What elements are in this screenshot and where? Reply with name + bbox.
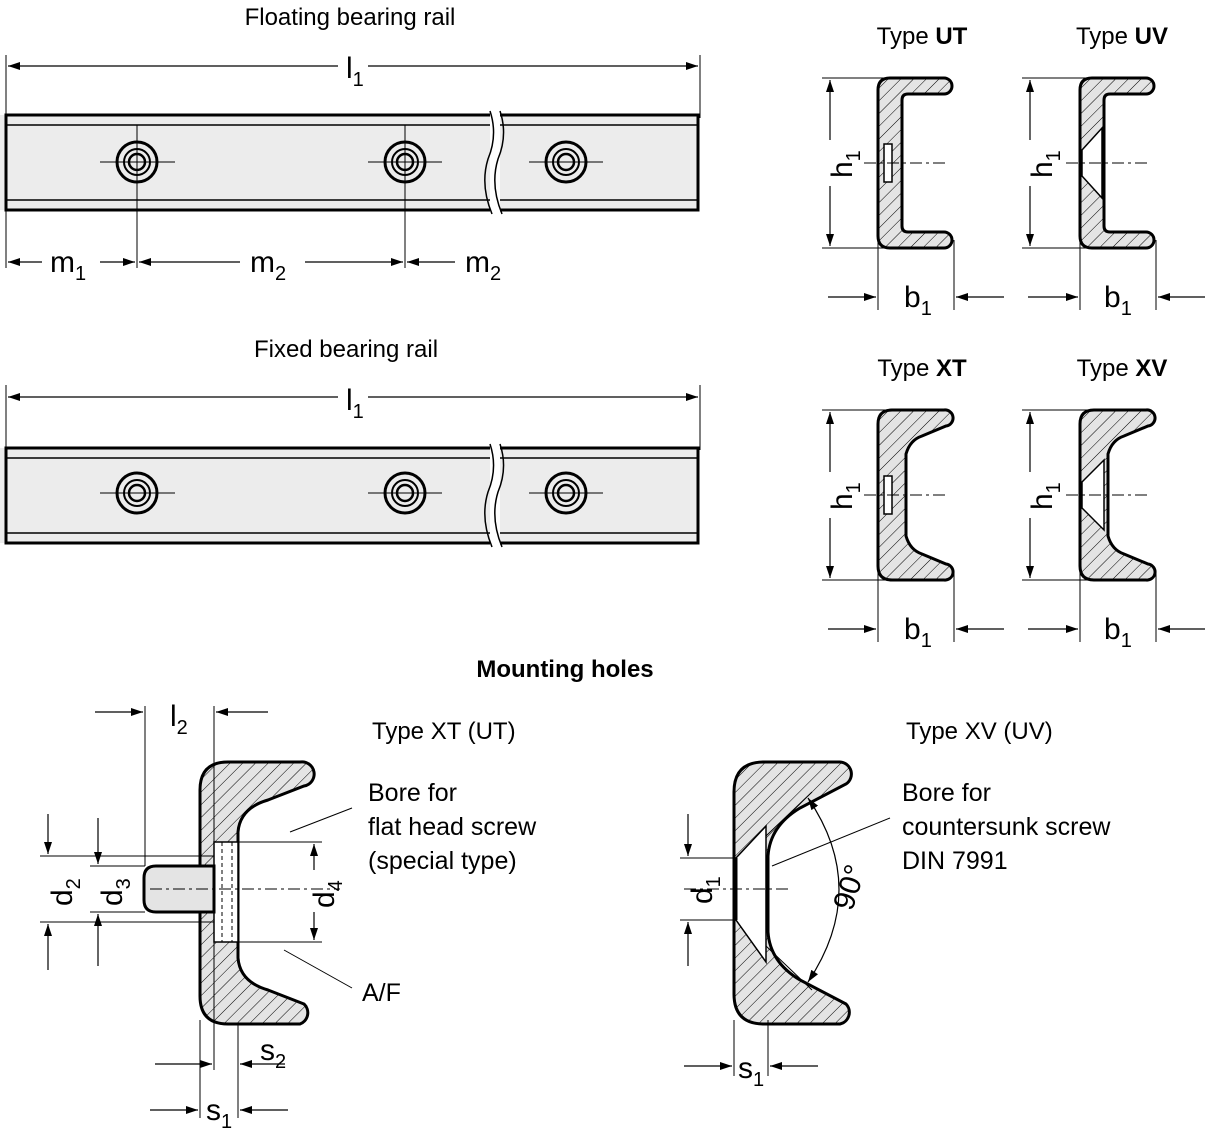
mounting-detail-xt-ut: Type XT (UT) l2 d2 d3 d4 (40, 700, 537, 1133)
dim-s1-xt: s1 (206, 1094, 232, 1133)
profile-type-xt: Type XT h1 b1 (822, 355, 1004, 652)
dim-l1-fixed: l1 (346, 384, 364, 423)
note-countersunk-2: countersunk screw (902, 813, 1111, 841)
profile-uv-icon (1064, 76, 1156, 250)
dim-h1-ut: h1 (826, 150, 865, 178)
dim-l1-floating: l1 (346, 52, 364, 91)
dim-m1: m1 (50, 246, 86, 285)
mounting-detail-xv-uv: Type XV (UV) 90° d1 Bore for countersunk… (680, 718, 1111, 1091)
dim-b1-xv: b1 (1104, 613, 1132, 652)
dim-b1-uv: b1 (1104, 281, 1132, 320)
profile-type-ut: Type UT h1 b1 (822, 23, 1004, 320)
dim-b1-ut: b1 (904, 281, 932, 320)
fixed-rail-body (0, 442, 700, 549)
dim-m2-second: m2 (465, 246, 501, 285)
dim-s1-xv: s1 (738, 1052, 764, 1091)
type-ut-label: Type UT (877, 23, 968, 50)
dim-angle-90: 90° (827, 861, 872, 914)
note-countersunk-3: DIN 7991 (902, 847, 1008, 875)
profile-type-xv: Type XV h1 b1 (1022, 355, 1205, 652)
dim-d2: d2 (46, 878, 85, 906)
dim-l2: l2 (170, 700, 188, 739)
type-xt-label: Type XT (877, 355, 967, 382)
dim-h1-xt: h1 (826, 482, 865, 510)
dim-h1-xv: h1 (1026, 482, 1065, 510)
fixed-bearing-rail: Fixed bearing rail l1 (0, 336, 701, 549)
dim-s2: s2 (260, 1034, 286, 1073)
type-uv-label: Type UV (1076, 23, 1168, 50)
dim-d4: d4 (308, 880, 347, 908)
floating-rail-title: Floating bearing rail (245, 4, 456, 31)
type-xv-label: Type XV (1077, 355, 1168, 382)
dim-b1-xt: b1 (904, 613, 932, 652)
note-flat-head-1: Bore for (368, 779, 457, 807)
note-countersunk-1: Bore for (902, 779, 991, 807)
dim-d1: d1 (686, 876, 725, 904)
mounting-holes-title: Mounting holes (476, 656, 653, 683)
dim-h1-uv: h1 (1026, 150, 1065, 178)
note-flat-head-2: flat head screw (368, 813, 537, 841)
type-xv-uv-label: Type XV (UV) (906, 718, 1053, 745)
dim-m2-first: m2 (250, 246, 286, 285)
fixed-rail-title: Fixed bearing rail (254, 336, 438, 363)
profile-xt-icon (862, 408, 955, 582)
floating-bearing-rail: Floating bearing rail l1 m1 m2 m2 (0, 4, 701, 285)
profile-ut-icon (862, 76, 954, 250)
profile-xv-icon (1064, 408, 1157, 582)
dim-d3: d3 (96, 878, 135, 906)
profile-type-uv: Type UV h1 b1 (1022, 23, 1205, 320)
note-flat-head-3: (special type) (368, 847, 517, 875)
note-af: A/F (362, 979, 401, 1007)
type-xt-ut-label: Type XT (UT) (372, 718, 516, 745)
